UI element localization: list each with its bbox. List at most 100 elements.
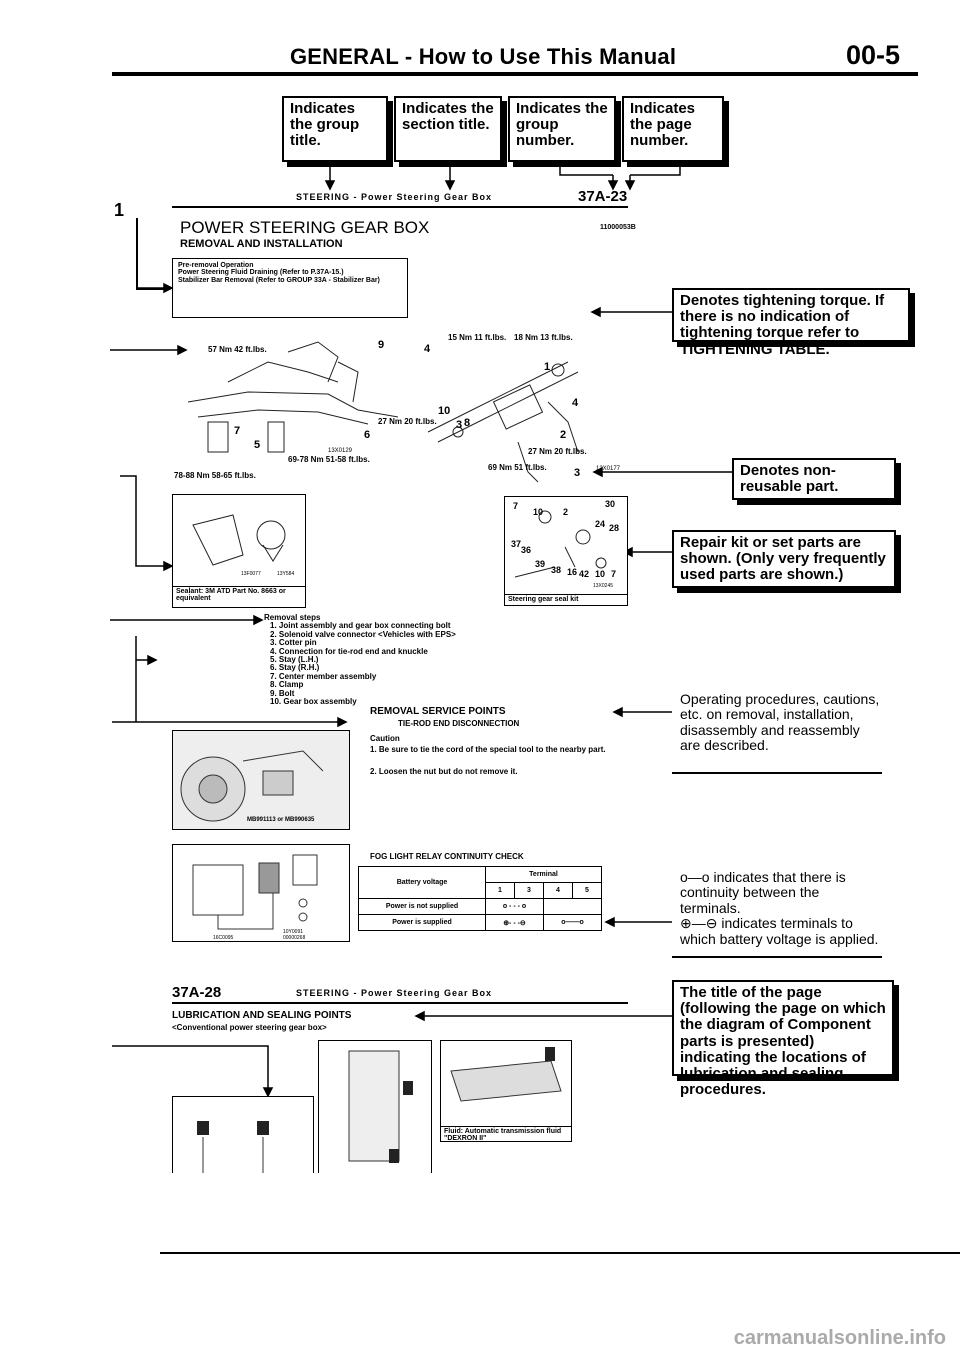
part-number: 10 bbox=[533, 507, 543, 517]
pre-removal-heading: Pre-removal Operation bbox=[178, 262, 254, 269]
bottom-running-head: STEERING - Power Steering Gear Box bbox=[296, 988, 493, 998]
removal-step: 7. Center member assembly bbox=[270, 671, 377, 681]
removal-step: 8. Clamp bbox=[270, 680, 304, 690]
part-number: 37 bbox=[511, 539, 521, 549]
part-number: 9 bbox=[378, 339, 384, 351]
operating-note-rule bbox=[672, 772, 882, 774]
terminal-header: 4 bbox=[543, 882, 573, 899]
pre-removal-item: Stabilizer Bar Removal (Refer to GROUP 3… bbox=[178, 276, 380, 284]
tie-rod-illustration: MB991113 or MB990635 bbox=[180, 750, 324, 823]
relay-continuity-table: Battery voltage Terminal 1 3 4 5 Power i… bbox=[358, 866, 602, 931]
part-number: 1 bbox=[544, 361, 550, 373]
seal-kit-box: 7 10 2 30 24 28 37 36 39 38 16 42 10 7 1… bbox=[504, 496, 628, 606]
part-number: 10 bbox=[595, 569, 605, 579]
callout-section-title: Indicates the section title. bbox=[394, 96, 502, 162]
removal-step: 5. Stay (L.H.) bbox=[270, 654, 319, 664]
part-number: 4 bbox=[424, 343, 431, 355]
lube-illustration-mid bbox=[318, 1040, 432, 1173]
lube-fluid-label: Fluid: Automatic transmission fluid "DEX… bbox=[441, 1126, 571, 1144]
sealant-box: 13F0077 13Y584 Sealant: 3M ATD Part No. … bbox=[172, 494, 306, 608]
part-number: 4 bbox=[572, 397, 579, 409]
page-number: 00-5 bbox=[846, 40, 901, 70]
continuity-symbol: o——o bbox=[543, 914, 602, 931]
removal-step: 4. Connection for tie-rod end and knuckl… bbox=[270, 646, 428, 656]
removal-step: 2. Solenoid valve connector <Vehicles wi… bbox=[270, 629, 456, 639]
operating-note: Operating procedures, cautions, etc. on … bbox=[680, 691, 880, 754]
lube-right-drawing bbox=[450, 1047, 562, 1102]
battery-terminal-symbol: ⊕—⊖ bbox=[680, 915, 722, 932]
callout-page-number: Indicates the page number. bbox=[622, 96, 724, 162]
callout-group-number: Indicates the group number. bbox=[508, 96, 616, 162]
seal-kit-illustration: 7 10 2 30 24 28 37 36 39 38 16 42 10 7 1… bbox=[511, 499, 619, 589]
callout-arrows bbox=[324, 160, 681, 191]
callout-repair-kit: Repair kit or set parts are shown. (Only… bbox=[672, 530, 896, 588]
removal-step: 6. Stay (R.H.) bbox=[270, 663, 320, 673]
relay-col-terminal: Terminal bbox=[485, 866, 602, 883]
part-number: 38 bbox=[551, 565, 561, 575]
footer-rule bbox=[160, 1252, 960, 1254]
footer-watermark: carmanualsonline.info bbox=[733, 1327, 946, 1349]
figure-code: 13X0245 bbox=[593, 583, 613, 589]
removal-steps: Removal steps 1. Joint assembly and gear… bbox=[264, 613, 624, 706]
lube-illustration-left bbox=[172, 1096, 314, 1173]
running-head-page: 37A-23 bbox=[578, 188, 628, 205]
part-number: 10 bbox=[438, 405, 450, 417]
part-number: 28 bbox=[609, 523, 619, 533]
removal-step: 1. Joint assembly and gear box connectin… bbox=[270, 621, 451, 631]
part-number: 2 bbox=[560, 429, 566, 441]
bottom-running-page: 37A-28 bbox=[172, 984, 222, 1001]
continuity-note: o—o indicates that there is continuity b… bbox=[680, 869, 880, 947]
lube-illustration-right: Fluid: Automatic transmission fluid "DEX… bbox=[440, 1040, 572, 1142]
part-number: 39 bbox=[535, 559, 545, 569]
lube-subheading: <Conventional power steering gear box> bbox=[172, 1023, 327, 1032]
continuity-line-1: indicates that there is continuity betwe… bbox=[680, 869, 846, 916]
battery-terminal-symbol: ⊕- - -⊖ bbox=[485, 914, 544, 931]
service-points-sub: TIE-ROD END DISCONNECTION bbox=[398, 719, 520, 728]
section-code: 11000053B bbox=[600, 224, 636, 231]
removal-step: 9. Bolt bbox=[270, 688, 295, 698]
relay-illustration-box: 16C0095 10Y0091 00000268 bbox=[172, 844, 350, 942]
gear-box-exploded-diagram: 57 Nm 42 ft.lbs. 15 Nm 11 ft.lbs. 18 Nm … bbox=[174, 333, 621, 483]
removal-step: 10. Gear box assembly bbox=[270, 696, 357, 706]
lube-mid-drawing bbox=[348, 1050, 413, 1163]
torque-label: 18 Nm 13 ft.lbs. bbox=[514, 333, 573, 342]
seal-kit-label: Steering gear seal kit bbox=[505, 594, 627, 604]
continuity-note-rule bbox=[672, 956, 882, 958]
torque-label: 69-78 Nm 51-58 ft.lbs. bbox=[288, 455, 370, 464]
part-number: 16 bbox=[567, 567, 577, 577]
figure-code: 00000268 bbox=[283, 935, 305, 941]
figure-code: 16C0095 bbox=[213, 935, 234, 941]
special-tool-label: MB991113 or MB990635 bbox=[247, 817, 315, 823]
terminal-header: 3 bbox=[514, 882, 544, 899]
torque-label: 15 Nm 11 ft.lbs. bbox=[448, 333, 506, 342]
part-number: 3 bbox=[574, 467, 580, 479]
figure-code: 13X0177 bbox=[596, 466, 621, 472]
part-number: 24 bbox=[595, 519, 605, 529]
torque-label: 57 Nm 42 ft.lbs. bbox=[208, 345, 267, 354]
running-head: STEERING - Power Steering Gear Box bbox=[296, 192, 493, 202]
sealant-label: Sealant: 3M ATD Part No. 8663 or equival… bbox=[173, 586, 305, 604]
callout-group-title: Indicates the group title. bbox=[282, 96, 388, 162]
service-points-heading: REMOVAL SERVICE POINTS bbox=[370, 706, 506, 717]
caution-label: Caution bbox=[370, 734, 400, 743]
bottom-running-rule bbox=[172, 1002, 628, 1004]
caution-2: 2. Loosen the nut but do not remove it. bbox=[370, 767, 518, 776]
part-number: 36 bbox=[521, 545, 531, 555]
part-number: 6 bbox=[364, 429, 370, 441]
section-title: POWER STEERING GEAR BOX bbox=[180, 218, 430, 237]
continuity-line-2: indicates terminals to which battery vol… bbox=[680, 915, 879, 947]
callout-title-following: The title of the page (following the pag… bbox=[672, 980, 894, 1098]
part-number: 7 bbox=[611, 569, 616, 579]
caution-1: 1. Be sure to tie the cord of the specia… bbox=[370, 745, 606, 754]
header-rule bbox=[112, 72, 918, 76]
part-number: 7 bbox=[234, 425, 240, 437]
removal-step: 3. Cotter pin bbox=[270, 638, 317, 648]
relay-illustration: 16C0095 10Y0091 00000268 bbox=[192, 854, 318, 941]
page-header-title: GENERAL - How to Use This Manual bbox=[290, 44, 677, 69]
relay-heading: FOG LIGHT RELAY CONTINUITY CHECK bbox=[370, 852, 524, 861]
bracket-line bbox=[136, 218, 138, 288]
relay-row-label: Power is not supplied bbox=[358, 898, 486, 915]
removal-steps-heading: Removal steps bbox=[264, 613, 321, 622]
lube-heading: LUBRICATION AND SEALING POINTS bbox=[172, 1010, 352, 1021]
figure-code: 13X0129 bbox=[328, 448, 353, 454]
